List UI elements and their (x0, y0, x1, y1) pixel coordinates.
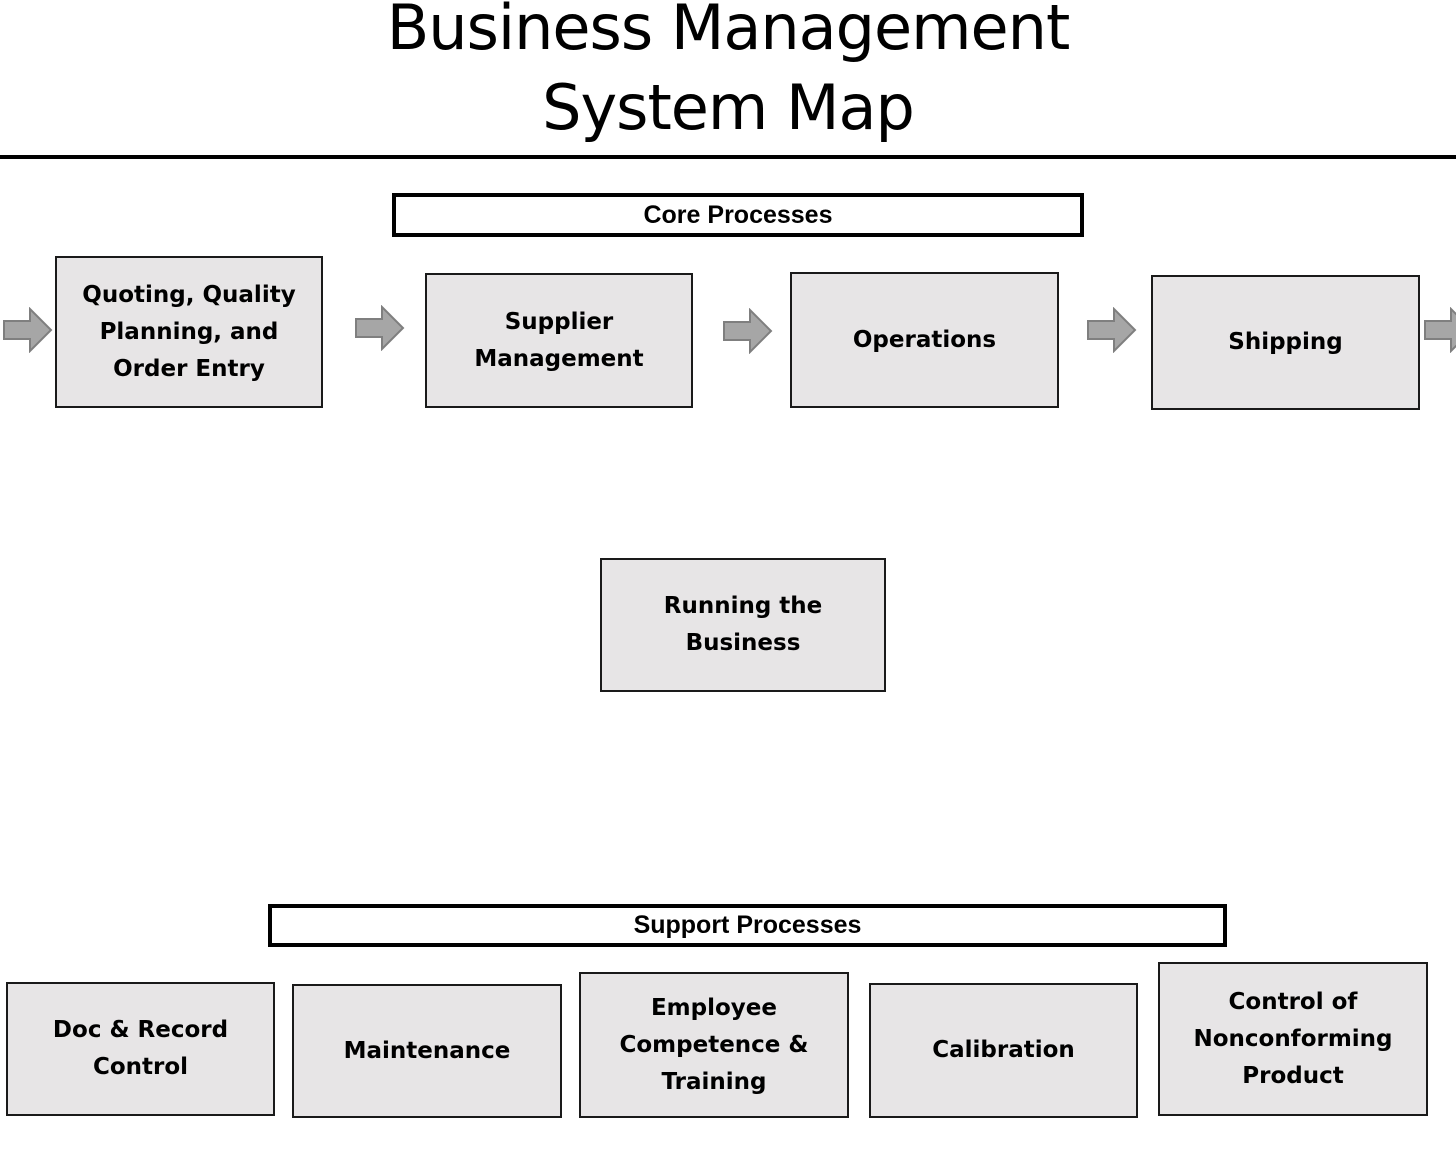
core-box-operations: Operations (790, 272, 1059, 408)
box-label-line: Maintenance (343, 1037, 511, 1064)
right-arrow-icon (355, 305, 405, 351)
page-title-line-2: System Map (542, 71, 915, 144)
right-arrow-icon (1087, 307, 1137, 353)
box-label: Calibration (932, 1032, 1075, 1069)
box-label-line: Order Entry (113, 355, 265, 382)
box-label-line: Doc & Record (52, 1017, 229, 1043)
page-title-line-1: Business Management (386, 0, 1071, 64)
box-label-line: Operations (852, 326, 997, 353)
box-label-line: Control (92, 1054, 189, 1080)
box-label-line: Training (661, 1068, 767, 1095)
box-label-line: Management (474, 345, 644, 372)
box-label: Shipping (1228, 324, 1342, 361)
box-label: Operations (853, 322, 996, 359)
box-label-line: Shipping (1228, 329, 1343, 355)
box-label-line: Nonconforming (1193, 1025, 1393, 1052)
box-label-line: Competence & (619, 1031, 809, 1058)
box-label-line: Control of (1228, 988, 1358, 1015)
box-label-line: Running the (663, 593, 823, 619)
right-arrow-icon (723, 308, 773, 354)
core-processes-header: Core Processes (392, 193, 1084, 237)
box-label-line: Business (685, 630, 801, 656)
box-label-line: Product (1242, 1062, 1344, 1089)
support-processes-header: Support Processes (268, 904, 1227, 947)
box-label-line: Employee (650, 994, 777, 1021)
right-arrow-icon (1424, 307, 1456, 353)
box-label: Maintenance (344, 1033, 511, 1070)
core-box-shipping: Shipping (1151, 275, 1420, 410)
box-label-line: Calibration (932, 1037, 1075, 1063)
box-label-line: Planning, and (99, 318, 279, 345)
support-box-calibration: Calibration (869, 983, 1138, 1118)
title-divider (0, 155, 1456, 159)
box-label-line: Quoting, Quality (82, 281, 296, 308)
box-label-line: Supplier (504, 308, 614, 335)
support-box-maintenance: Maintenance (292, 984, 562, 1118)
right-arrow-icon (3, 307, 53, 353)
